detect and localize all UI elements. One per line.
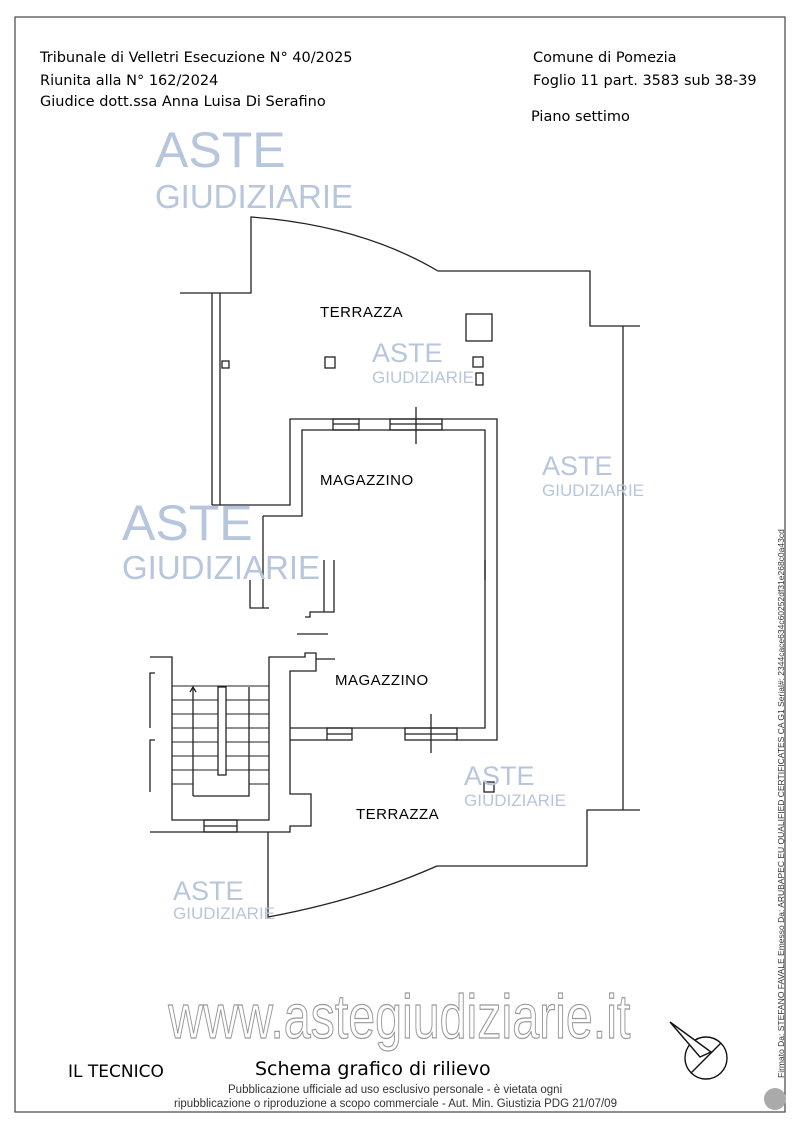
watermark-aste: ASTE bbox=[542, 451, 613, 481]
watermark-giudiziarie: GIUDIZIARIE bbox=[542, 481, 645, 500]
drawing-title: Schema grafico di rilievo bbox=[255, 1058, 491, 1080]
watermark-giudiziarie: GIUDIZIARIE bbox=[173, 904, 276, 923]
north-arrow-icon bbox=[669, 1021, 728, 1080]
certificate-seal-icon bbox=[764, 1088, 786, 1110]
url-watermark: www.astegiudiziarie.it bbox=[167, 982, 630, 1051]
watermark-aste: ASTE bbox=[173, 876, 244, 906]
room-label-terrazza: TERRAZZA bbox=[320, 304, 404, 321]
watermark-aste: ASTE bbox=[155, 122, 286, 178]
municipality: Comune di Pomezia bbox=[533, 50, 677, 66]
court-case: Tribunale di Velletri Esecuzione N° 40/2… bbox=[40, 50, 353, 66]
watermark-aste: ASTE bbox=[464, 761, 535, 791]
technician-label: IL TECNICO bbox=[68, 1062, 164, 1082]
joined-case: Riunita alla N° 162/2024 bbox=[40, 73, 219, 89]
cadastral-ref: Foglio 11 part. 3583 sub 38-39 bbox=[533, 73, 757, 89]
room-label-magazzino: MAGAZZINO bbox=[335, 672, 429, 689]
watermark-giudiziarie: GIUDIZIARIE bbox=[122, 549, 321, 586]
plan-walls bbox=[149, 216, 640, 918]
legal-notice-line2: ripubblicazione o riproduzione a scopo c… bbox=[174, 1098, 617, 1110]
judge: Giudice dott.ssa Anna Luisa Di Serafino bbox=[40, 94, 326, 110]
watermark-aste: ASTE bbox=[372, 338, 443, 368]
watermark-giudiziarie: GIUDIZIARIE bbox=[155, 178, 354, 215]
room-label-terrazza: TERRAZZA bbox=[356, 806, 440, 823]
page-border bbox=[14, 16, 786, 1113]
digital-signature: Firmato Da: STEFANO FAVALE Emesso Da: AR… bbox=[776, 529, 786, 1078]
watermark-aste: ASTE bbox=[122, 495, 253, 551]
watermark-giudiziarie: GIUDIZIARIE bbox=[464, 791, 567, 810]
room-label-magazzino: MAGAZZINO bbox=[320, 472, 414, 489]
watermark-giudiziarie: GIUDIZIARIE bbox=[372, 368, 475, 387]
floor-level: Piano settimo bbox=[531, 109, 630, 125]
legal-notice-line1: Pubblicazione ufficiale ad uso esclusivo… bbox=[228, 1084, 563, 1096]
